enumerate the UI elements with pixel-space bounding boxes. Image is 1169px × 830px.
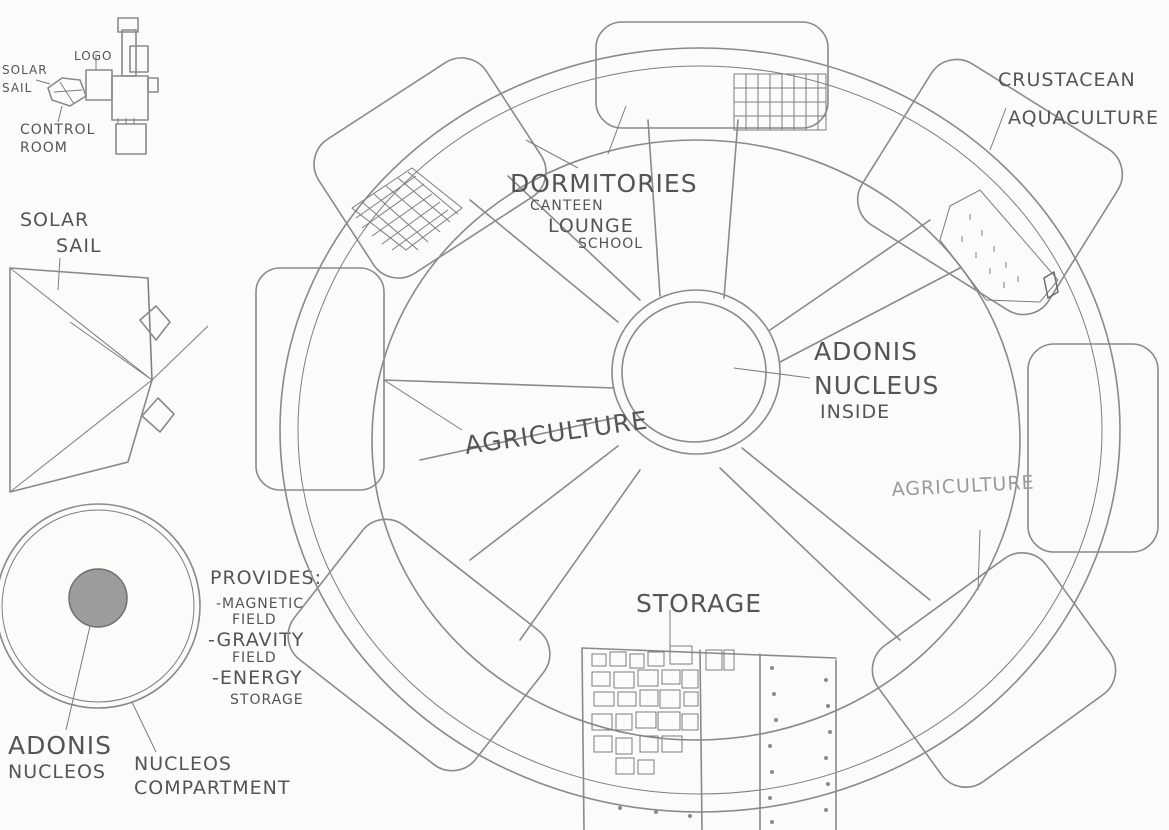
adonis-nucleos-label-1: ADONIS (8, 731, 112, 760)
pod-right (1028, 344, 1158, 552)
provides-item-2: FIELD (232, 612, 277, 628)
hub-label-adonis: ADONIS (814, 337, 918, 366)
pod-top (596, 22, 828, 128)
provides-title: PROVIDES: (210, 567, 322, 589)
pod-lower-left (276, 507, 562, 783)
crustacean-label: CRUSTACEAN (998, 69, 1136, 91)
provides-item-5: -ENERGY (212, 667, 303, 689)
hub-label-inside: INSIDE (820, 401, 890, 423)
spaceship-sketch: SOLAR SAIL LOGO CONTROL ROOM (2, 18, 158, 156)
compartment-label-2: COMPARTMENT (134, 777, 291, 799)
adonis-nucleos-label-2: NUCLEOS (8, 761, 106, 783)
ship-solar-sail-shape (48, 78, 86, 106)
ship-control-label-2: ROOM (20, 140, 68, 156)
ship-tower-module (122, 30, 136, 76)
lounge-label: LOUNGE (548, 215, 634, 237)
ship-solar-label-1: SOLAR (2, 63, 48, 77)
spoke-top (648, 120, 738, 298)
school-label: SCHOOL (578, 236, 643, 252)
ship-solar-label-2: SAIL (2, 81, 32, 95)
solar-sail-sketch: SOLAR SAIL (10, 209, 208, 492)
compartment-label-1: NUCLEOS (134, 753, 232, 775)
provides-item-6: STORAGE (230, 692, 304, 708)
ship-logo-label: LOGO (74, 49, 112, 63)
provides-item-4: FIELD (232, 650, 277, 666)
solar-sail-diamond-bottom (142, 398, 174, 432)
canteen-label: CANTEEN (530, 198, 604, 214)
storage-label: STORAGE (636, 589, 762, 618)
pod-dormitories (303, 46, 558, 289)
ship-body-module (86, 70, 112, 100)
solar-sail-label-1: SOLAR (20, 209, 89, 231)
provides-item-1: -MAGNETIC (216, 596, 304, 612)
spoke-lower-left (470, 446, 640, 640)
pod-left (256, 268, 384, 490)
hub-label-nucleus: NUCLEUS (814, 371, 939, 400)
adonis-nucleos-core (69, 569, 127, 627)
agriculture-left-label: AGRICULTURE (463, 406, 650, 460)
storage-area (582, 610, 836, 830)
dormitories-label: DORMITORIES (510, 169, 698, 198)
station-wheel: DORMITORIES CANTEEN LOUNGE SCHOOL CRUSTA… (256, 22, 1159, 830)
solar-sail-panel (10, 268, 152, 492)
solar-sail-diamond-top (140, 306, 170, 340)
aquaculture-label: AQUACULTURE (1008, 107, 1159, 129)
top-pod-cells (734, 74, 826, 130)
nucleus-sketch: PROVIDES: -MAGNETIC FIELD -GRAVITY FIELD… (0, 504, 322, 799)
ship-control-room-module (112, 76, 148, 120)
pod-lower-right (860, 541, 1127, 799)
solar-sail-label-2: SAIL (56, 235, 102, 257)
ship-lower-module (116, 124, 146, 154)
ship-control-label-1: CONTROL (20, 122, 95, 138)
